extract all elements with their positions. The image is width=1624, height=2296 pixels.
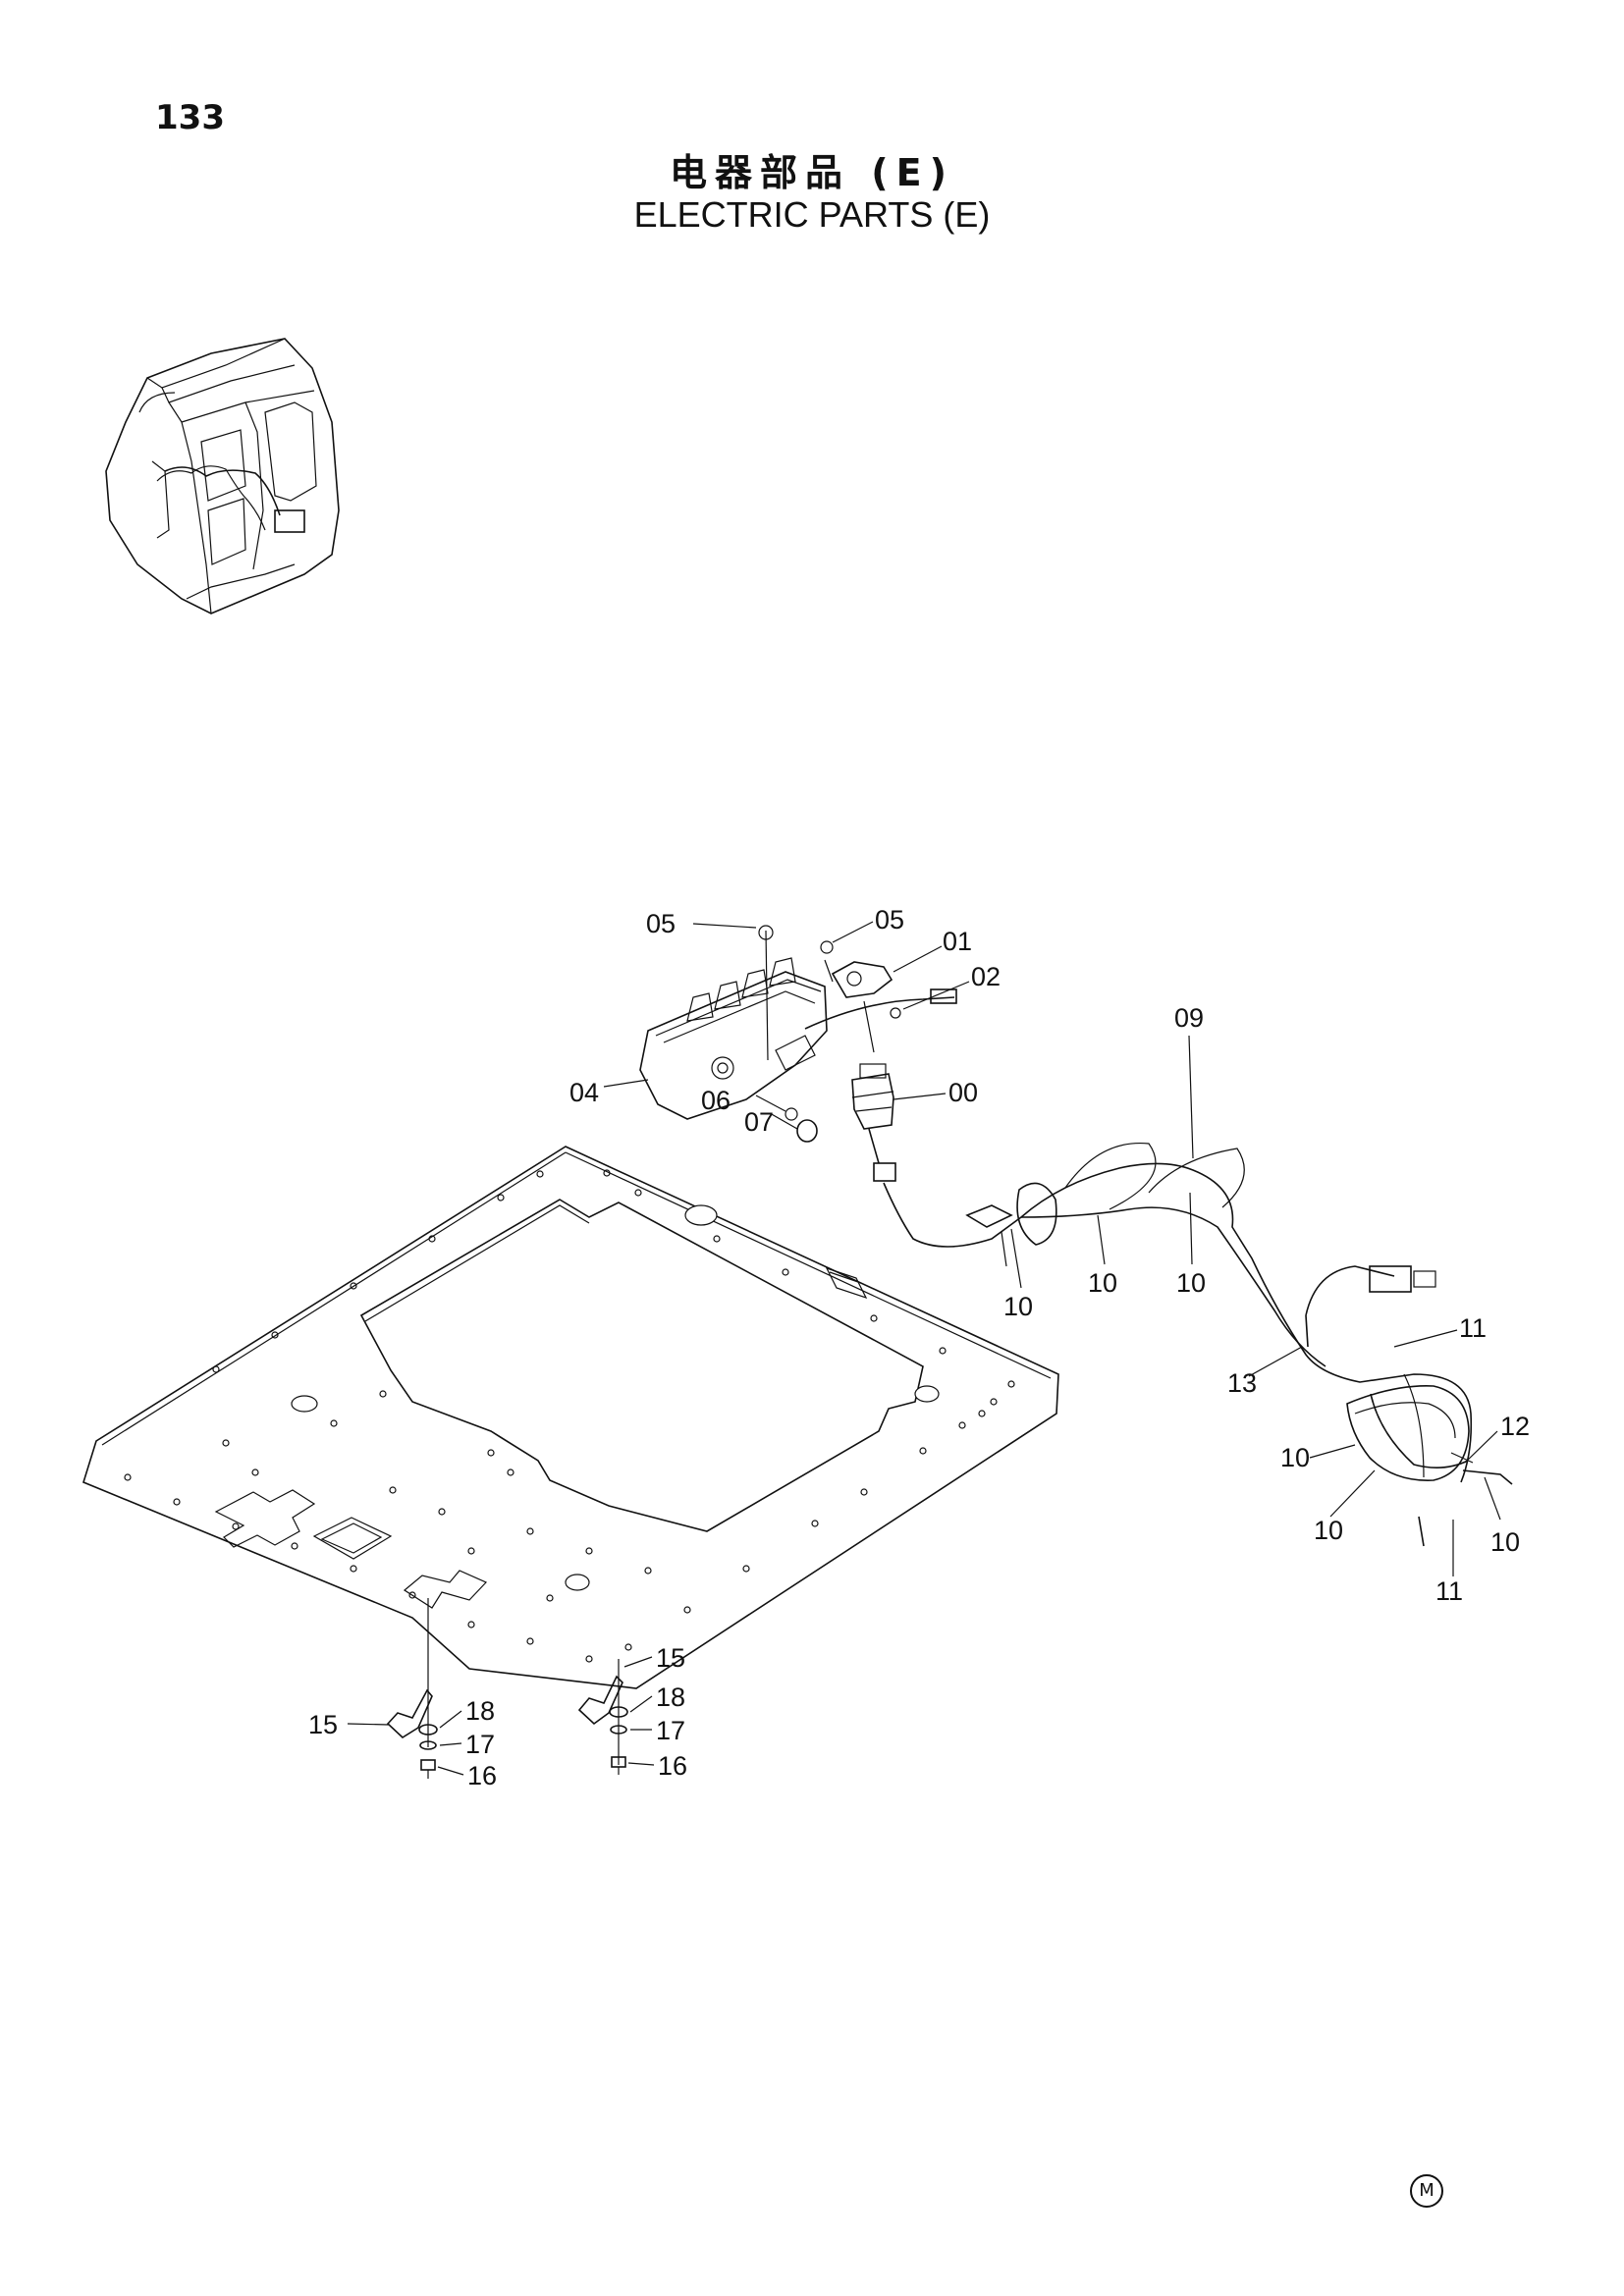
callout-01: 01 <box>943 927 972 956</box>
callout-15a: 15 <box>308 1710 338 1739</box>
switch-panel-assembly <box>639 925 957 1182</box>
callout-leader-lines <box>347 921 1501 1776</box>
callout-10c: 10 <box>1176 1268 1206 1298</box>
callout-07: 07 <box>744 1107 774 1137</box>
page-number: 133 <box>155 98 225 137</box>
callout-18a: 18 <box>465 1696 495 1726</box>
callout-02: 02 <box>971 962 1001 991</box>
callout-13: 13 <box>1227 1368 1257 1398</box>
callout-10e: 10 <box>1314 1516 1343 1545</box>
callout-04: 04 <box>569 1078 599 1107</box>
wire-harness <box>883 1142 1513 1547</box>
page-marker-m: M <box>1410 2174 1443 2208</box>
cab-overview-thumbnail <box>105 338 340 614</box>
callout-10f: 10 <box>1490 1527 1520 1557</box>
callout-18b: 18 <box>656 1682 685 1712</box>
callout-09: 09 <box>1174 1003 1204 1033</box>
callout-17a: 17 <box>465 1730 495 1759</box>
callout-10d: 10 <box>1280 1443 1310 1472</box>
callout-17b: 17 <box>656 1716 685 1745</box>
callout-11a: 11 <box>1459 1313 1487 1343</box>
callout-16a: 16 <box>467 1761 497 1790</box>
callout-16b: 16 <box>658 1751 687 1781</box>
callout-12: 12 <box>1500 1412 1530 1441</box>
callout-05b: 05 <box>875 905 904 934</box>
callout-10b: 10 <box>1088 1268 1117 1298</box>
callout-15b: 15 <box>656 1643 685 1673</box>
ground-fasteners <box>386 1598 628 1779</box>
callout-06: 06 <box>701 1086 731 1115</box>
title-chinese: 电器部品 (E) <box>670 151 954 194</box>
cab-floor-plate <box>82 1146 1059 1689</box>
callout-labels: 05 05 01 02 09 04 00 06 07 10 10 10 11 1… <box>308 905 1530 1790</box>
callout-10a: 10 <box>1003 1292 1033 1321</box>
title-english: ELECTRIC PARTS (E) <box>633 194 991 235</box>
callout-05a: 05 <box>646 909 676 938</box>
callout-00: 00 <box>948 1078 978 1107</box>
callout-11b: 11 <box>1435 1576 1463 1606</box>
